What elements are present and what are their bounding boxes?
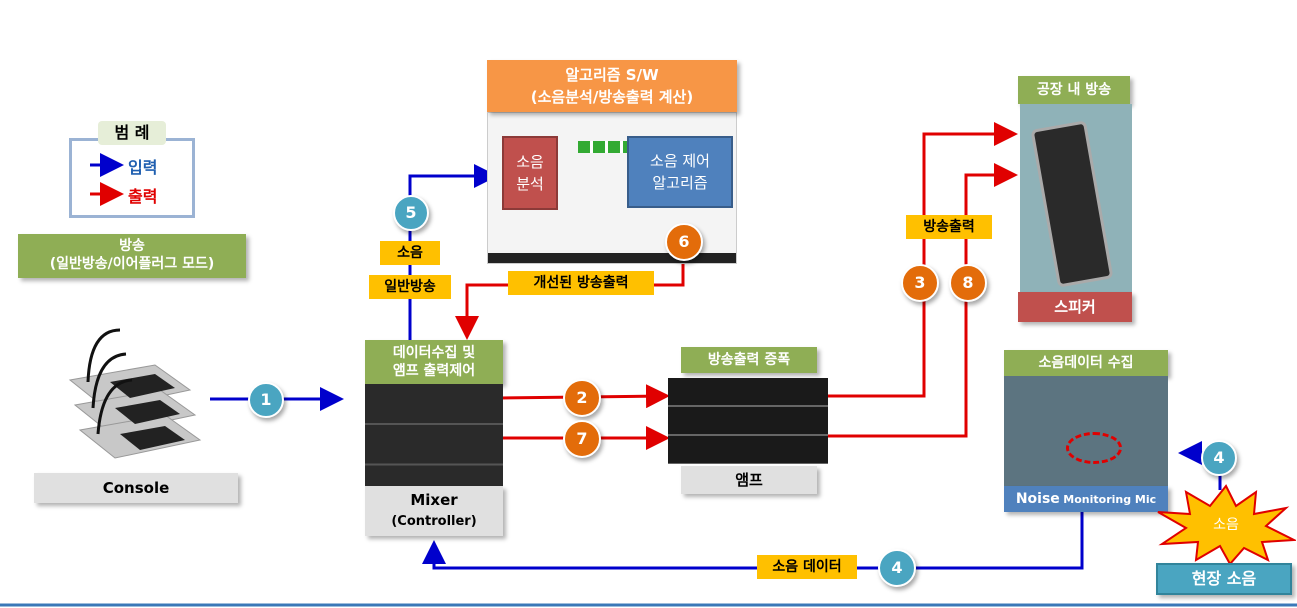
broadcast-mode-line1: 방송 [119, 238, 145, 254]
speaker-header: 공장 내 방송 [1018, 76, 1130, 104]
algorithm-title-line1: 알고리즘 S/W [565, 66, 659, 84]
mic-label: Noise Monitoring Mic [1004, 486, 1168, 512]
step-3: 3 [901, 264, 939, 302]
arrow-amp-speaker-8 [828, 163, 1018, 438]
noise-control-algorithm-box: 소음 제어 알고리즘 [627, 136, 733, 208]
console-label: Console [34, 473, 238, 503]
label-noise-data: 소음 데이터 [757, 555, 857, 579]
mixer-header-line1: 데이터수집 및 [392, 345, 476, 361]
step-5: 5 [393, 195, 429, 231]
noise-analysis-box: 소음 분석 [502, 136, 558, 210]
legend-output-label: 출력 [128, 187, 158, 206]
speaker-image [1020, 104, 1132, 292]
amp-image [668, 378, 828, 464]
mic-highlight-ring [1066, 432, 1122, 464]
mixer-header: 데이터수집 및 앰프 출력제어 [365, 340, 503, 384]
taskbar [488, 253, 736, 263]
noise-analysis-line2: 분석 [516, 175, 544, 193]
legend-title: 범 례 [98, 121, 166, 145]
step-7: 7 [563, 420, 601, 458]
broadcast-mode-label: 방송 (일반방송/이어플러그 모드) [18, 234, 246, 278]
mic-label-bold: Noise [1015, 491, 1060, 507]
speaker-icon [1030, 120, 1114, 288]
algorithm-title-line2: (소음분석/방송출력 계산) [530, 88, 694, 106]
noise-burst-label: 소음 [1213, 517, 1239, 533]
amp-label: 앰프 [681, 466, 817, 494]
algorithm-title: 알고리즘 S/W (소음분석/방송출력 계산) [487, 60, 737, 112]
noise-burst-icon [1157, 484, 1296, 564]
mixer-image [365, 384, 503, 486]
mixer-label-line1: Mixer [410, 491, 458, 509]
level-meter [578, 141, 638, 153]
label-improved-output: 개선된 방송출력 [508, 271, 654, 295]
legend-input-label: 입력 [128, 158, 158, 177]
label-broadcast-output: 방송출력 [906, 215, 992, 239]
noise-control-line1: 소음 제어 [650, 152, 710, 170]
step-4-field: 4 [1201, 440, 1237, 476]
amp-header: 방송출력 증폭 [681, 347, 817, 373]
mixer-label: Mixer (Controller) [365, 486, 503, 536]
noise-control-line2: 알고리즘 [652, 174, 708, 192]
label-noise: 소음 [380, 241, 440, 265]
step-6: 6 [665, 223, 703, 261]
mic-image [1004, 376, 1168, 486]
broadcast-mode-line2: (일반방송/이어플러그 모드) [49, 256, 215, 272]
mixer-label-line2: (Controller) [391, 514, 477, 529]
noise-analysis-line1: 소음 [516, 153, 544, 171]
console-icon [68, 328, 202, 459]
step-2: 2 [563, 379, 601, 417]
step-1: 1 [248, 382, 284, 418]
speaker-label: 스피커 [1018, 292, 1132, 322]
step-4-data: 4 [878, 549, 916, 587]
mixer-header-line2: 앰프 출력제어 [392, 363, 476, 379]
label-general-broadcast: 일반방송 [369, 275, 451, 299]
field-noise-label: 현장 소음 [1156, 563, 1292, 595]
mic-label-rest: Monitoring Mic [1063, 493, 1157, 506]
step-8: 8 [949, 264, 987, 302]
mic-header: 소음데이터 수집 [1004, 350, 1168, 376]
